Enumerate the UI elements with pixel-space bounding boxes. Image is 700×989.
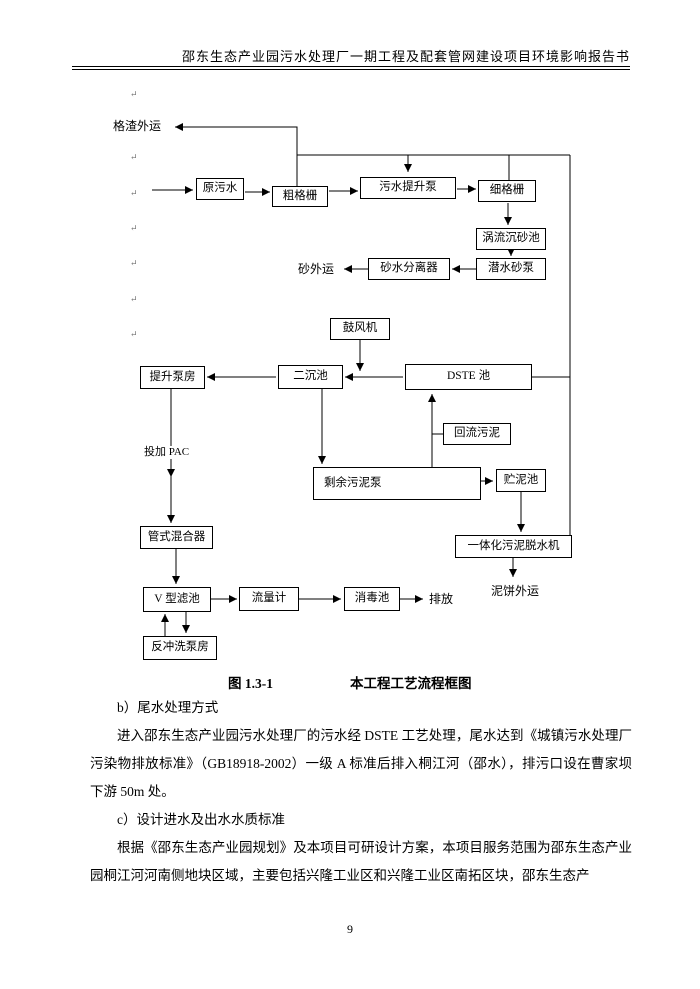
pilcrow-mark: ↵: [130, 223, 138, 233]
flow-box-disinfection-tank: 消毒池: [344, 587, 400, 611]
item-c-heading: c）设计进水及出水水质标准: [117, 812, 285, 827]
header-double-rule: [72, 66, 630, 70]
body-text: b）尾水处理方式 进入邵东生态产业园污水处理厂的污水经 DSTE 工艺处理，尾水…: [90, 694, 632, 890]
pilcrow-mark: ↵: [130, 152, 138, 162]
flow-box-backwash-pump-house: 反冲洗泵房: [143, 636, 217, 660]
label-sand-disposal: 砂外运: [297, 262, 336, 276]
page-header-title: 邵东生态产业园污水处理厂一期工程及配套管网建设项目环境影响报告书: [181, 49, 630, 64]
pilcrow-mark: ↵: [130, 294, 138, 304]
flow-box-raw-sewage: 原污水: [196, 178, 244, 200]
flow-box-lift-pump-house: 提升泵房: [140, 366, 205, 389]
page-number: 9: [347, 922, 353, 936]
label-discharge: 排放: [428, 592, 455, 606]
pilcrow-mark: ↵: [130, 258, 138, 268]
flow-box-sand-water-separator: 砂水分离器: [368, 258, 450, 280]
flow-box-pipe-mixer: 管式混合器: [140, 526, 213, 549]
flow-box-blower: 鼓风机: [330, 318, 390, 340]
flow-box-sludge-storage-tank: 贮泥池: [496, 469, 546, 492]
pilcrow-mark: ↵: [130, 329, 138, 339]
label-pac-dosing: 投加 PAC: [143, 446, 191, 459]
flow-box-vortex-grit-chamber: 涡流沉砂池: [476, 228, 546, 250]
pilcrow-mark: ↵: [130, 188, 138, 198]
label-sludge-cake-disposal: 泥饼外运: [490, 584, 541, 598]
flow-box-flow-meter: 流量计: [239, 587, 299, 611]
flow-box-submersible-grit-pump: 潜水砂泵: [476, 258, 546, 280]
flow-box-dste-tank: DSTE 池: [405, 364, 532, 390]
item-b-heading: b）尾水处理方式: [117, 700, 219, 715]
flow-box-v-filter: V 型滤池: [143, 587, 211, 612]
label-screenings-disposal: 格渣外运: [112, 119, 163, 133]
flow-box-fine-screen: 细格栅: [478, 180, 536, 202]
figure-title: 本工程工艺流程框图: [350, 676, 472, 691]
flow-box-return-sludge: 回流污泥: [443, 423, 511, 445]
figure-number: 图 1.3-1: [228, 676, 273, 691]
flow-box-sewage-lift-pump: 污水提升泵: [360, 177, 456, 199]
flow-box-integrated-sludge-dewatering: 一体化污泥脱水机: [455, 535, 572, 558]
flow-box-coarse-screen: 粗格栅: [272, 186, 328, 207]
paragraph-tailwater: 进入邵东生态产业园污水处理厂的污水经 DSTE 工艺处理，尾水达到《城镇污水处理…: [90, 728, 632, 799]
flow-box-excess-sludge-pump: 剩余污泥泵: [313, 467, 481, 500]
pilcrow-mark: ↵: [130, 89, 138, 99]
flow-box-secondary-clarifier: 二沉池: [278, 365, 343, 389]
paragraph-service-scope: 根据《邵东生态产业园规划》及本项目可研设计方案，本项目服务范围为邵东生态产业园桐…: [90, 840, 632, 883]
